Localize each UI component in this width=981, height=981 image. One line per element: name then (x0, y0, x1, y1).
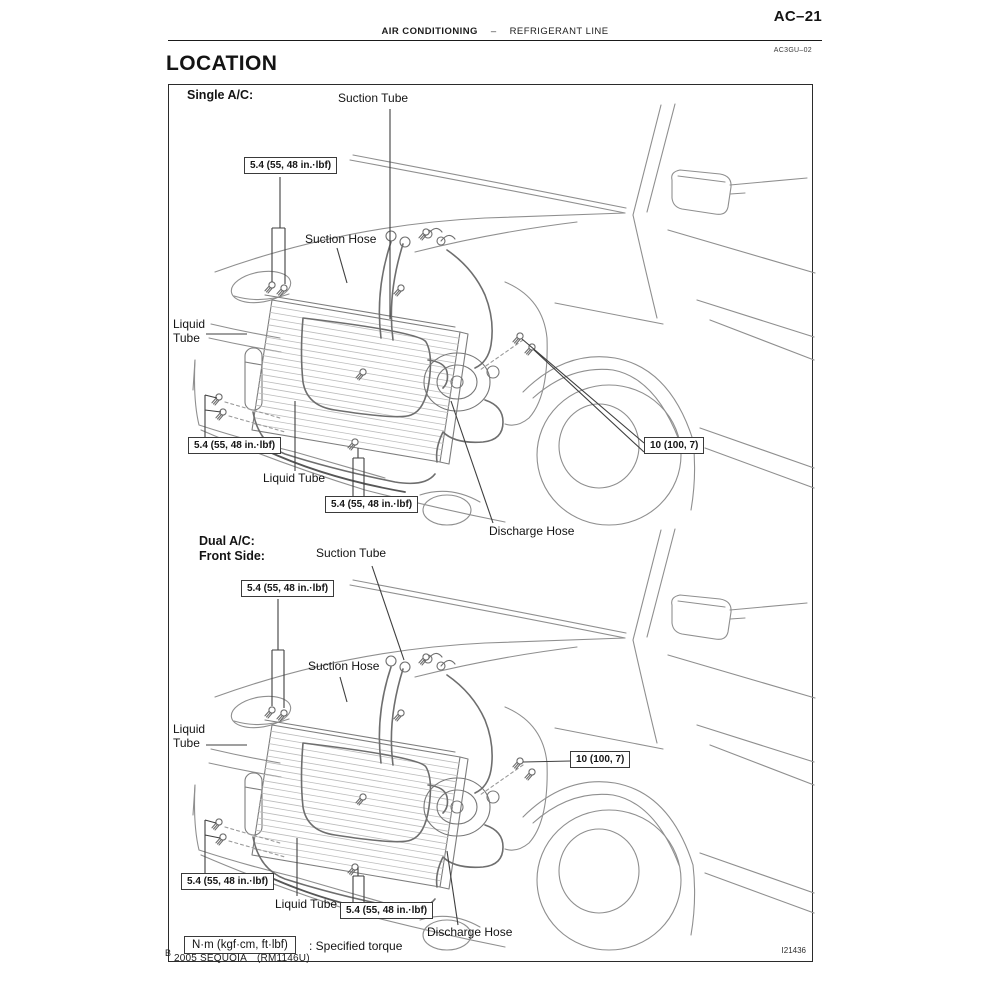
dual-ac-liquid-tube-left-label: Liquid Tube (173, 722, 206, 750)
dual-ac-suction-hose-label: Suction Hose (308, 659, 380, 673)
header-section: AIR CONDITIONING (381, 26, 478, 37)
single-ac-liquid-tube-left-label: Liquid Tube (173, 317, 206, 345)
dual-ac-torque-liquid-tube-left: 5.4 (55, 48 in.·lbf) (181, 873, 275, 890)
dual-ac-heading-line2: Front Side: (199, 549, 265, 563)
page-number: AC–21 (773, 8, 822, 25)
single-ac-suction-tube-label: Suction Tube (338, 91, 409, 105)
dual-ac-discharge-hose-label: Discharge Hose (427, 925, 513, 939)
dual-ac-torque-liquid-tube-bottom: 5.4 (55, 48 in.·lbf) (340, 902, 434, 919)
single-ac-discharge-hose-label: Discharge Hose (489, 524, 575, 538)
footer-mark: B (165, 948, 172, 958)
dual-ac-torque-compressor: 10 (100, 7) (570, 751, 631, 768)
dual-ac-heading: Dual A/C: Front Side: (199, 534, 265, 564)
dual-ac-torque-suction-tube: 5.4 (55, 48 in.·lbf) (241, 580, 335, 597)
header-separator: – (490, 26, 497, 37)
torque-legend-description: : Specified torque (309, 939, 403, 953)
single-ac-liquid-tube-bottom-label: Liquid Tube (263, 471, 326, 485)
single-ac-suction-hose-label: Suction Hose (305, 232, 377, 246)
single-ac-torque-suction-tube: 5.4 (55, 48 in.·lbf) (244, 157, 338, 174)
dual-ac-suction-tube-label: Suction Tube (316, 546, 387, 560)
page-footer: 2005 SEQUOIA (RM1146U) (174, 953, 320, 964)
single-ac-torque-compressor: 10 (100, 7) (644, 437, 705, 454)
page-title: LOCATION (166, 52, 278, 75)
torque-legend-box: N·m (kgf·cm, ft·lbf) (184, 936, 296, 954)
header-subsection: REFRIGERANT LINE (509, 26, 609, 37)
doc-code: AC3GU–02 (773, 47, 812, 54)
single-ac-heading: Single A/C: (187, 88, 254, 102)
figure-frame (168, 84, 813, 962)
footer-model: 2005 SEQUOIA (174, 953, 247, 964)
header-rule (168, 40, 822, 41)
single-ac-torque-liquid-tube-bottom: 5.4 (55, 48 in.·lbf) (325, 496, 419, 513)
single-ac-torque-liquid-tube-left: 5.4 (55, 48 in.·lbf) (188, 437, 282, 454)
figure-id: I21436 (781, 946, 806, 955)
dual-ac-liquid-tube-bottom-label: Liquid Tube (275, 897, 338, 911)
dual-ac-heading-line1: Dual A/C: (199, 534, 255, 548)
page-header: AIR CONDITIONING – REFRIGERANT LINE (168, 26, 822, 37)
footer-manual-code: (RM1146U) (257, 953, 310, 964)
